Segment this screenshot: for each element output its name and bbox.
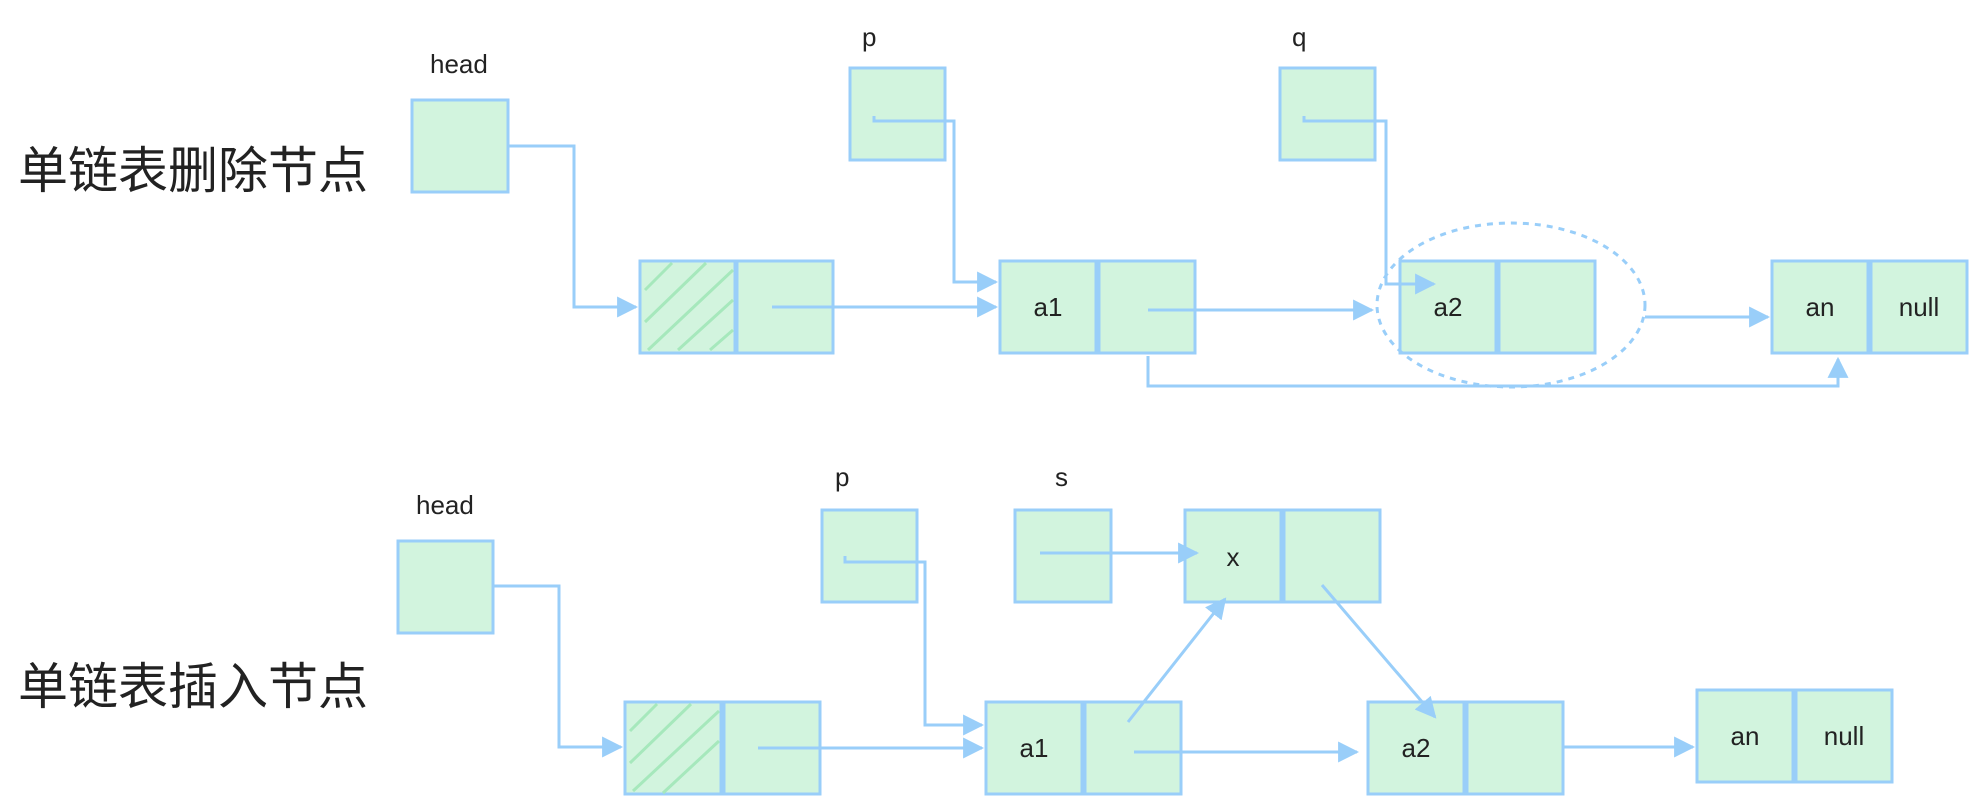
delete-q-label: q — [1292, 22, 1306, 52]
delete-a2-label: a2 — [1434, 292, 1463, 322]
delete-node-an: an null — [1770, 259, 1969, 355]
insert-p-pointer-box — [820, 508, 919, 604]
insert-node-a2: a2 — [1366, 700, 1565, 796]
delete-p-label: p — [862, 22, 876, 52]
delete-p-pointer-box — [848, 66, 947, 162]
insert-head-pointer-box — [396, 539, 495, 635]
delete-q-pointer-box — [1278, 66, 1377, 162]
insert-p-label: p — [835, 462, 849, 492]
insert-node-x: x — [1183, 508, 1382, 604]
insert-a1-label: a1 — [1020, 733, 1049, 763]
insert-x-to-a2-arrow — [1320, 584, 1437, 719]
delete-head-arrow — [508, 144, 639, 318]
delete-p-arrow — [872, 116, 999, 293]
delete-node-a2: a2 — [1398, 259, 1597, 355]
delete-a1-label: a1 — [1034, 292, 1063, 322]
delete-null-label: null — [1899, 292, 1939, 322]
delete-an-label: an — [1806, 292, 1835, 322]
delete-head-label: head — [430, 49, 488, 79]
insert-x-label: x — [1227, 542, 1240, 572]
insert-node-an: an null — [1695, 688, 1894, 784]
insert-head-arrow — [493, 584, 624, 758]
delete-bypass-arrow — [1146, 356, 1849, 388]
delete-q-arrow — [1302, 116, 1437, 295]
insert-header-node — [623, 700, 822, 796]
delete-title: 单链表删除节点 — [18, 142, 368, 200]
insert-a2-label: a2 — [1402, 733, 1431, 763]
insert-title: 单链表插入节点 — [18, 658, 368, 716]
insert-s-pointer-box — [1013, 508, 1113, 604]
insert-p-arrow — [843, 556, 985, 736]
delete-header-node — [638, 259, 835, 355]
insert-null-label: null — [1824, 721, 1864, 751]
insert-head-label: head — [416, 490, 474, 520]
delete-head-pointer-box — [410, 98, 510, 194]
insert-node-a1: a1 — [984, 700, 1183, 796]
insert-a1-to-x-arrow — [1126, 597, 1227, 723]
insert-s-label: s — [1055, 462, 1068, 492]
insert-an-label: an — [1731, 721, 1760, 751]
delete-node-a1: a1 — [998, 259, 1197, 355]
